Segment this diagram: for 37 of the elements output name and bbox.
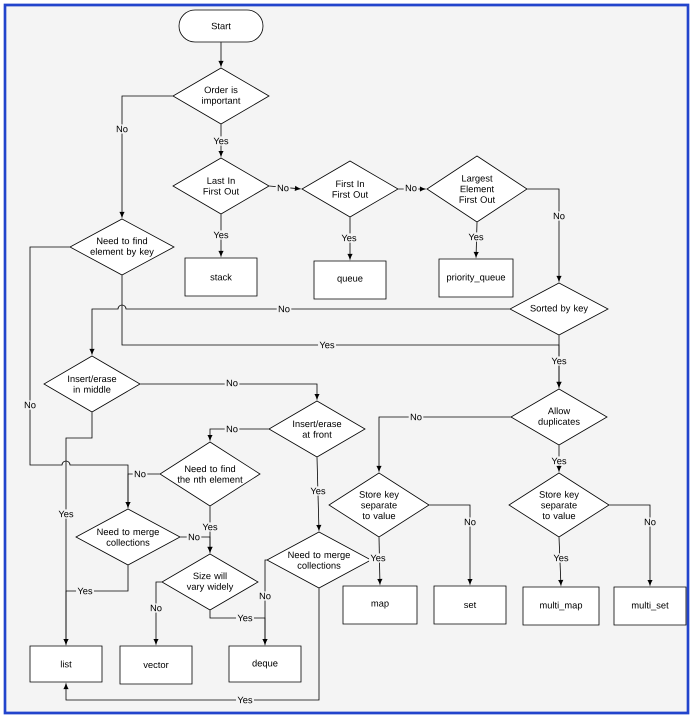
flow-arrow: [556, 335, 562, 388]
flow-arrow: [120, 96, 173, 218]
flow-arrow: [180, 536, 212, 552]
process-box: queue: [314, 260, 386, 300]
flow-arrow: [398, 186, 426, 192]
process-box: list: [30, 646, 102, 682]
flow-arrow: [558, 537, 564, 586]
flow-arrow: [527, 188, 562, 282]
flow-arrow: [218, 214, 224, 256]
flow-arrow: [154, 582, 162, 644]
flow-arrow: [262, 560, 268, 644]
process-box: vector: [120, 646, 192, 684]
flow-arrow: [376, 416, 511, 472]
flow-arrow: [316, 457, 322, 530]
flow-arrow: [218, 42, 224, 66]
process-box: stack: [184, 258, 258, 296]
process-box: priority_queue: [438, 258, 514, 298]
process-box: multi_set: [614, 586, 686, 626]
process-box: multi_map: [522, 586, 600, 626]
flow-arrow: [269, 186, 300, 191]
flow-arrow: [208, 428, 269, 440]
process-box: set: [434, 586, 506, 624]
flow-arrow: [474, 222, 479, 258]
flow-arrow: [348, 217, 352, 260]
flow-arrow: [556, 445, 562, 472]
flow-arrow: [609, 504, 652, 586]
flow-arrow: [429, 504, 472, 584]
process-box: deque: [228, 646, 302, 682]
flow-arrow: [126, 474, 160, 508]
flow-arrow: [140, 384, 320, 400]
start-terminal: Start: [178, 10, 264, 42]
flow-arrow: [90, 304, 510, 354]
flow-arrow: [378, 537, 382, 584]
process-box: map: [342, 586, 418, 624]
flow-arrow: [64, 588, 320, 700]
flow-arrow: [64, 565, 128, 644]
flow-arrow: [218, 124, 224, 156]
